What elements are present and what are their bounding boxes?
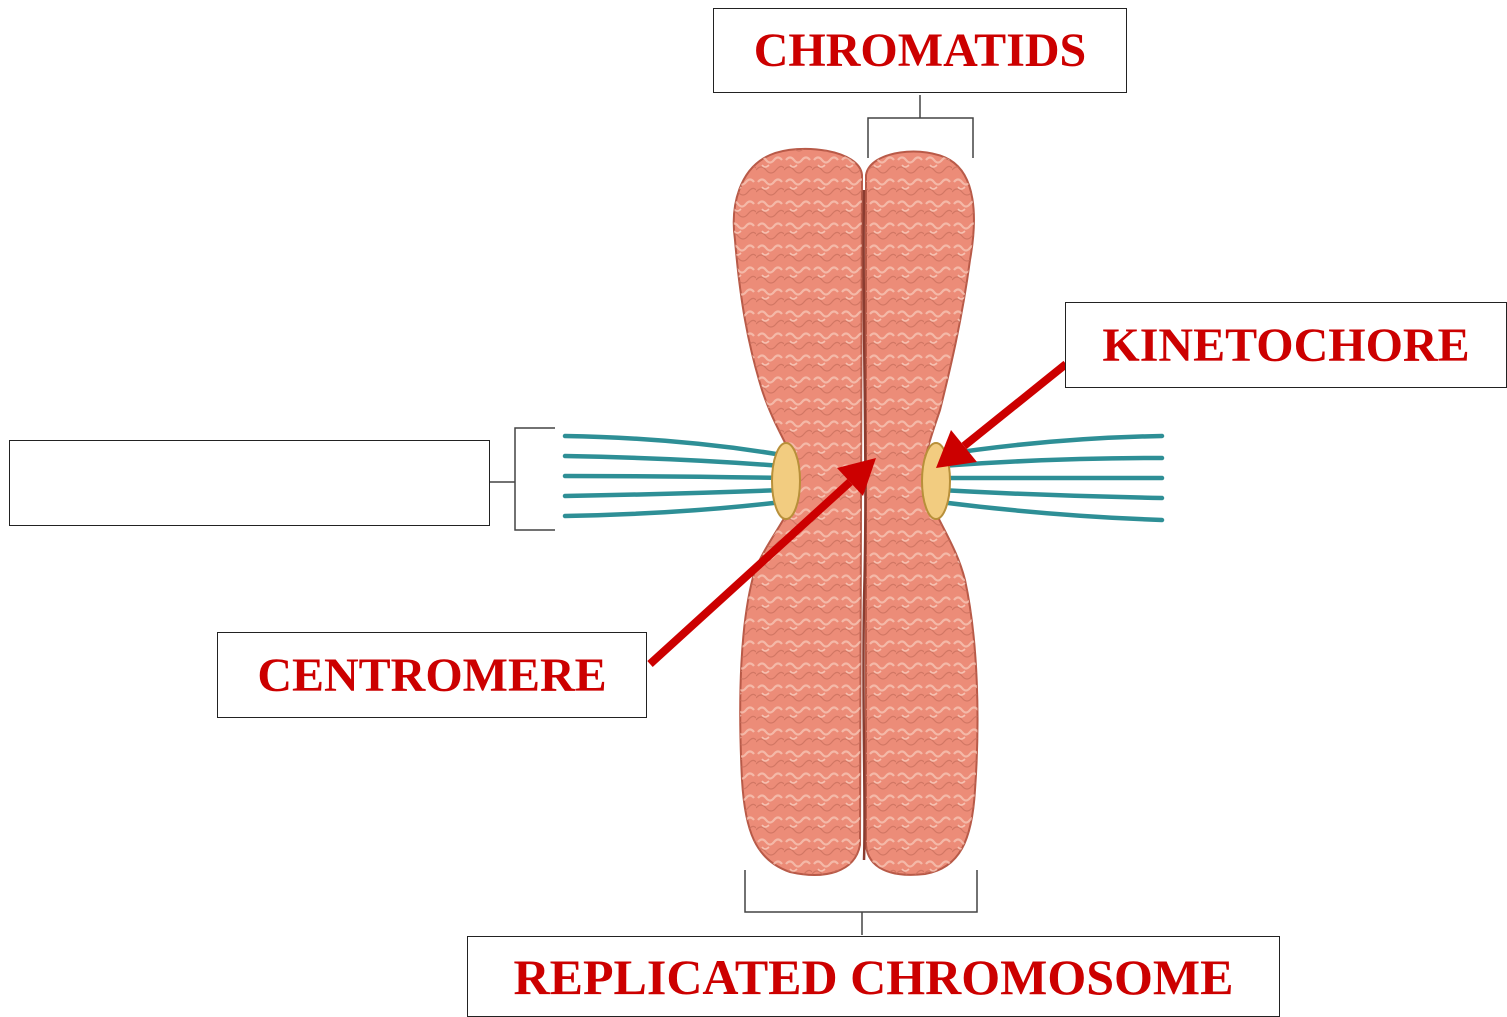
chromatids-label: CHROMATIDS [713, 8, 1127, 93]
kinetochore-arrow [936, 364, 1066, 468]
chromatids-bracket [868, 95, 973, 158]
replicated-chromosome-bracket [745, 870, 977, 935]
kinetochore-label: KINETOCHORE [1065, 302, 1507, 388]
chromatid-right [866, 152, 978, 875]
spindle-fibers-left [565, 436, 782, 516]
kinetochore-left [772, 443, 800, 519]
chromatid-left [734, 149, 862, 875]
spindle-fibers-bracket [490, 428, 555, 530]
blank-label-box [9, 440, 490, 526]
spindle-fibers-right [940, 436, 1162, 520]
replicated-chromosome-label: REPLICATED CHROMOSOME [467, 936, 1280, 1017]
centromere-label: CENTROMERE [217, 632, 647, 718]
